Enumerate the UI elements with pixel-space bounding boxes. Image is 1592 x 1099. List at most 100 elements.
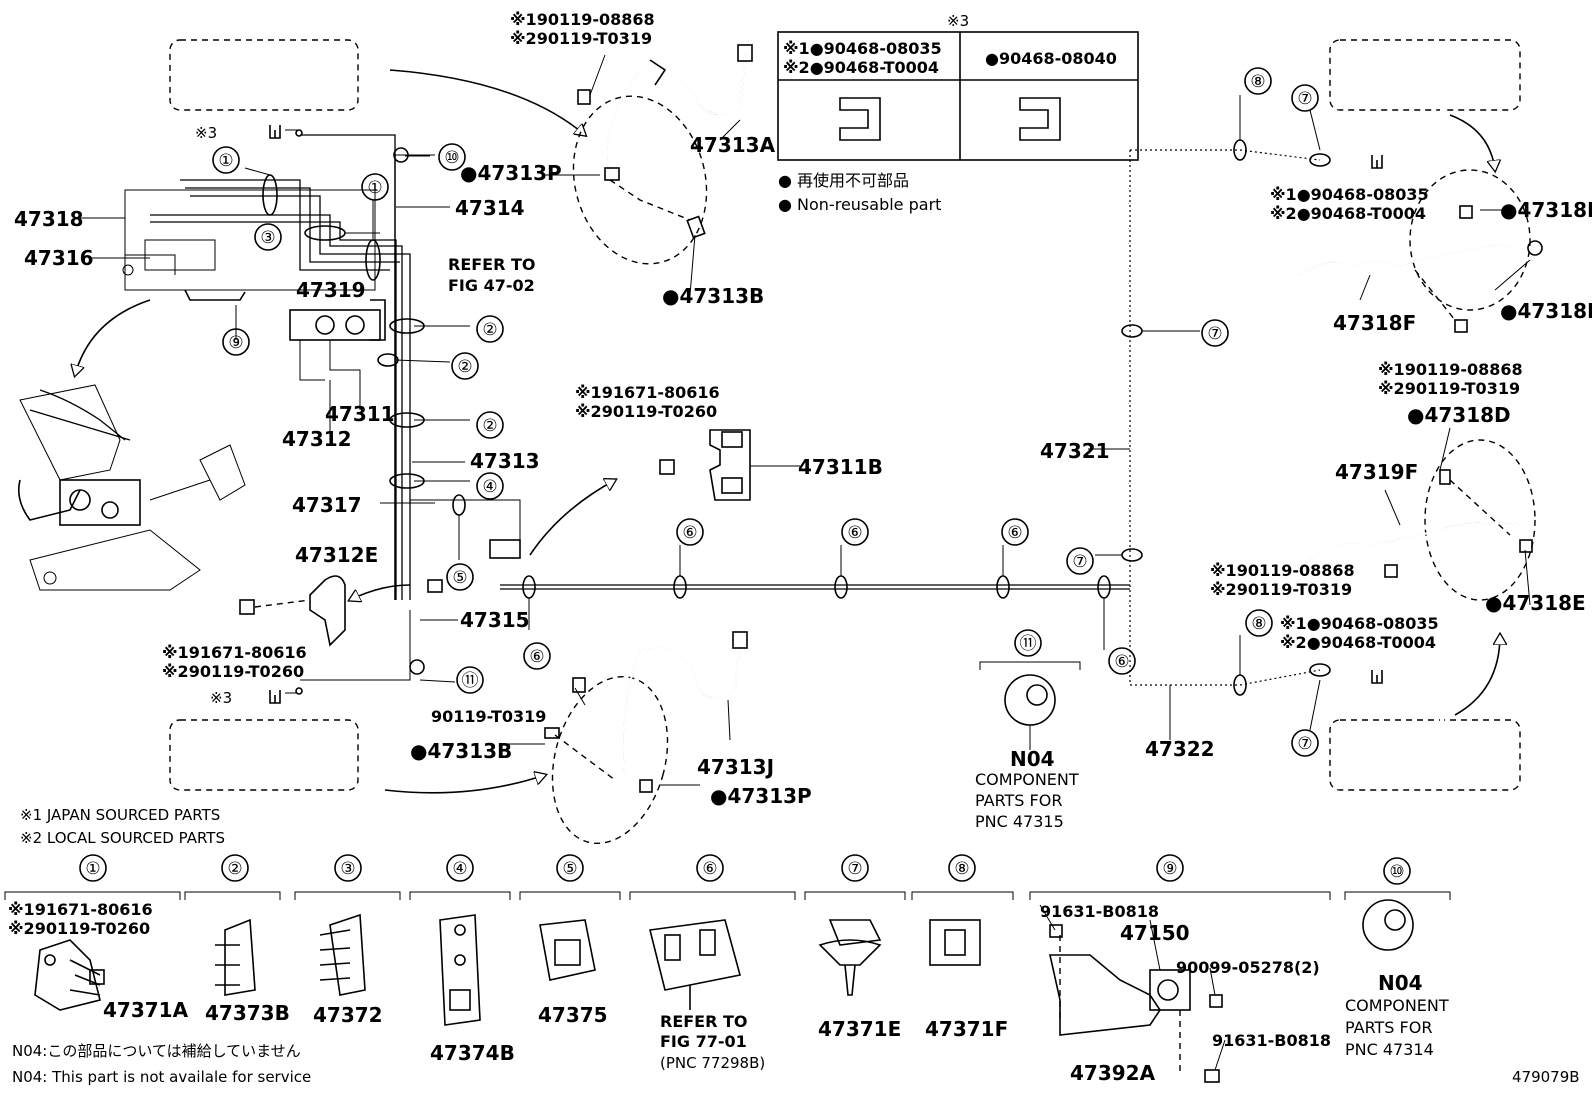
c3-part: 47372 bbox=[313, 1003, 383, 1027]
brake-booster-illustration bbox=[17, 384, 246, 591]
svg-text:⑪: ⑪ bbox=[1020, 634, 1037, 654]
callout: ② bbox=[476, 315, 504, 343]
wheel-box-rear-right bbox=[1329, 693, 1521, 791]
wheel-box-front-right bbox=[1329, 39, 1521, 142]
flow-arrow-front-left bbox=[389, 69, 585, 135]
label-47313B-bot: ●47313B bbox=[410, 739, 512, 763]
label-refer-2: FIG 47-02 bbox=[448, 276, 535, 295]
comp1-line-c: PNC 47315 bbox=[975, 812, 1064, 831]
callout: ⑩ bbox=[1383, 857, 1411, 885]
label-47315: 47315 bbox=[460, 608, 530, 632]
leader-lines bbox=[80, 54, 1531, 1071]
ref-right-4b: ※2●90468-T0004 bbox=[1280, 633, 1436, 652]
flex-hose-front-left bbox=[572, 44, 753, 265]
label-47316: 47316 bbox=[24, 246, 94, 270]
c1-ref-a: ※191671-80616 bbox=[8, 900, 153, 919]
callout: ① bbox=[361, 173, 389, 201]
clip-symbols bbox=[269, 125, 1383, 704]
legend-en: ● Non-reusable part bbox=[778, 195, 941, 214]
label-47313J: 47313J bbox=[697, 755, 774, 779]
legend-jp: ● 再使用不可部品 bbox=[778, 171, 909, 190]
callout: ⑦ bbox=[1066, 547, 1094, 575]
svg-text:②: ② bbox=[227, 859, 242, 879]
c6-ref-c: (PNC 77298B) bbox=[660, 1054, 765, 1072]
ref-right-1b: ※2●90468-T0004 bbox=[1270, 204, 1426, 223]
c9-c: 90099-05278(2) bbox=[1176, 958, 1320, 977]
callout: ⑨ bbox=[222, 328, 250, 356]
callout: ⑦ bbox=[1291, 729, 1319, 757]
c9-e: 47392A bbox=[1070, 1061, 1156, 1085]
callout: ③ bbox=[254, 223, 282, 251]
callout: ⑥ bbox=[1001, 518, 1029, 546]
ref-290119-a: ※290119-T0319 bbox=[510, 29, 652, 48]
table-col1-b: ※2●90468-T0004 bbox=[783, 58, 939, 77]
label-47319: 47319 bbox=[296, 278, 366, 302]
c7-part: 47371E bbox=[818, 1017, 901, 1041]
parts-table bbox=[777, 31, 1139, 161]
note-3-top: ※3 bbox=[947, 12, 969, 30]
c1-part: 47371A bbox=[103, 998, 189, 1022]
label-refer-1: REFER TO bbox=[448, 255, 536, 274]
svg-text:⑦: ⑦ bbox=[1072, 552, 1087, 572]
svg-text:⑩: ⑩ bbox=[1389, 862, 1404, 882]
c9-a: 91631-B0818 bbox=[1040, 902, 1159, 921]
junction-block bbox=[289, 299, 386, 400]
svg-text:④: ④ bbox=[482, 477, 497, 497]
svg-text:⑥: ⑥ bbox=[1114, 652, 1129, 672]
c6-ref-a: REFER TO bbox=[660, 1012, 748, 1031]
flow-arrow-clamp bbox=[529, 480, 615, 556]
comp1-line-b: PARTS FOR bbox=[975, 791, 1062, 810]
label-47314: 47314 bbox=[455, 196, 525, 220]
callout: ④ bbox=[476, 472, 504, 500]
label-47321: 47321 bbox=[1040, 439, 1110, 463]
ref-290119-c: ※290119-T0260 bbox=[162, 662, 304, 681]
callout: ③ bbox=[334, 854, 362, 882]
c10-b: PARTS FOR bbox=[1345, 1018, 1432, 1037]
svg-text:⑥: ⑥ bbox=[702, 859, 717, 879]
callout: ⑨ bbox=[1156, 854, 1184, 882]
svg-text:①: ① bbox=[218, 151, 233, 171]
svg-text:③: ③ bbox=[340, 859, 355, 879]
svg-text:⑥: ⑥ bbox=[682, 523, 697, 543]
callout: ⑥ bbox=[523, 642, 551, 670]
ref-right-1a: ※1●90468-08035 bbox=[1270, 185, 1429, 204]
ref-190119-a: ※190119-08868 bbox=[510, 10, 655, 29]
rear-main-line bbox=[500, 149, 1321, 686]
svg-text:⑤: ⑤ bbox=[562, 859, 577, 879]
svg-text:②: ② bbox=[482, 416, 497, 436]
svg-text:⑦: ⑦ bbox=[1297, 89, 1312, 109]
ref-right-2a: ※190119-08868 bbox=[1378, 360, 1523, 379]
main-line-clips bbox=[262, 139, 1331, 696]
svg-text:⑦: ⑦ bbox=[847, 859, 862, 879]
label-47322: 47322 bbox=[1145, 737, 1215, 761]
callout: ⑧ bbox=[1244, 67, 1272, 95]
callout: ⑪ bbox=[1014, 629, 1042, 657]
callout: ⑤ bbox=[556, 854, 584, 882]
label-47311B: 47311B bbox=[798, 455, 883, 479]
table-col1-a: ※1●90468-08035 bbox=[783, 39, 942, 58]
label-n04-mid: N04 bbox=[1010, 747, 1055, 771]
svg-text:⑪: ⑪ bbox=[462, 671, 479, 691]
c4-part: 47374B bbox=[430, 1041, 515, 1065]
ref-290119-b: ※290119-T0260 bbox=[575, 402, 717, 421]
svg-text:②: ② bbox=[482, 320, 497, 340]
label-47313A: 47313A bbox=[690, 133, 776, 157]
callout: ⑤ bbox=[446, 563, 474, 591]
label-47318: 47318 bbox=[14, 207, 84, 231]
c2-part: 47373B bbox=[205, 1001, 290, 1025]
callout: ④ bbox=[446, 854, 474, 882]
flow-arrow-47312E bbox=[350, 584, 411, 600]
callout: ① bbox=[79, 854, 107, 882]
callout: ⑩ bbox=[438, 143, 466, 171]
svg-text:⑧: ⑧ bbox=[1250, 72, 1265, 92]
comp1-line-a: COMPONENT bbox=[975, 770, 1079, 789]
label-47313: 47313 bbox=[470, 449, 540, 473]
c1-ref-b: ※290119-T0260 bbox=[8, 919, 150, 938]
callout: ⑥ bbox=[841, 518, 869, 546]
svg-text:⑧: ⑧ bbox=[1251, 614, 1266, 634]
c5-part: 47375 bbox=[538, 1003, 608, 1027]
component-brackets bbox=[4, 661, 1451, 900]
ref-right-2b: ※290119-T0319 bbox=[1378, 379, 1520, 398]
master-cylinder-pipes bbox=[122, 134, 411, 600]
